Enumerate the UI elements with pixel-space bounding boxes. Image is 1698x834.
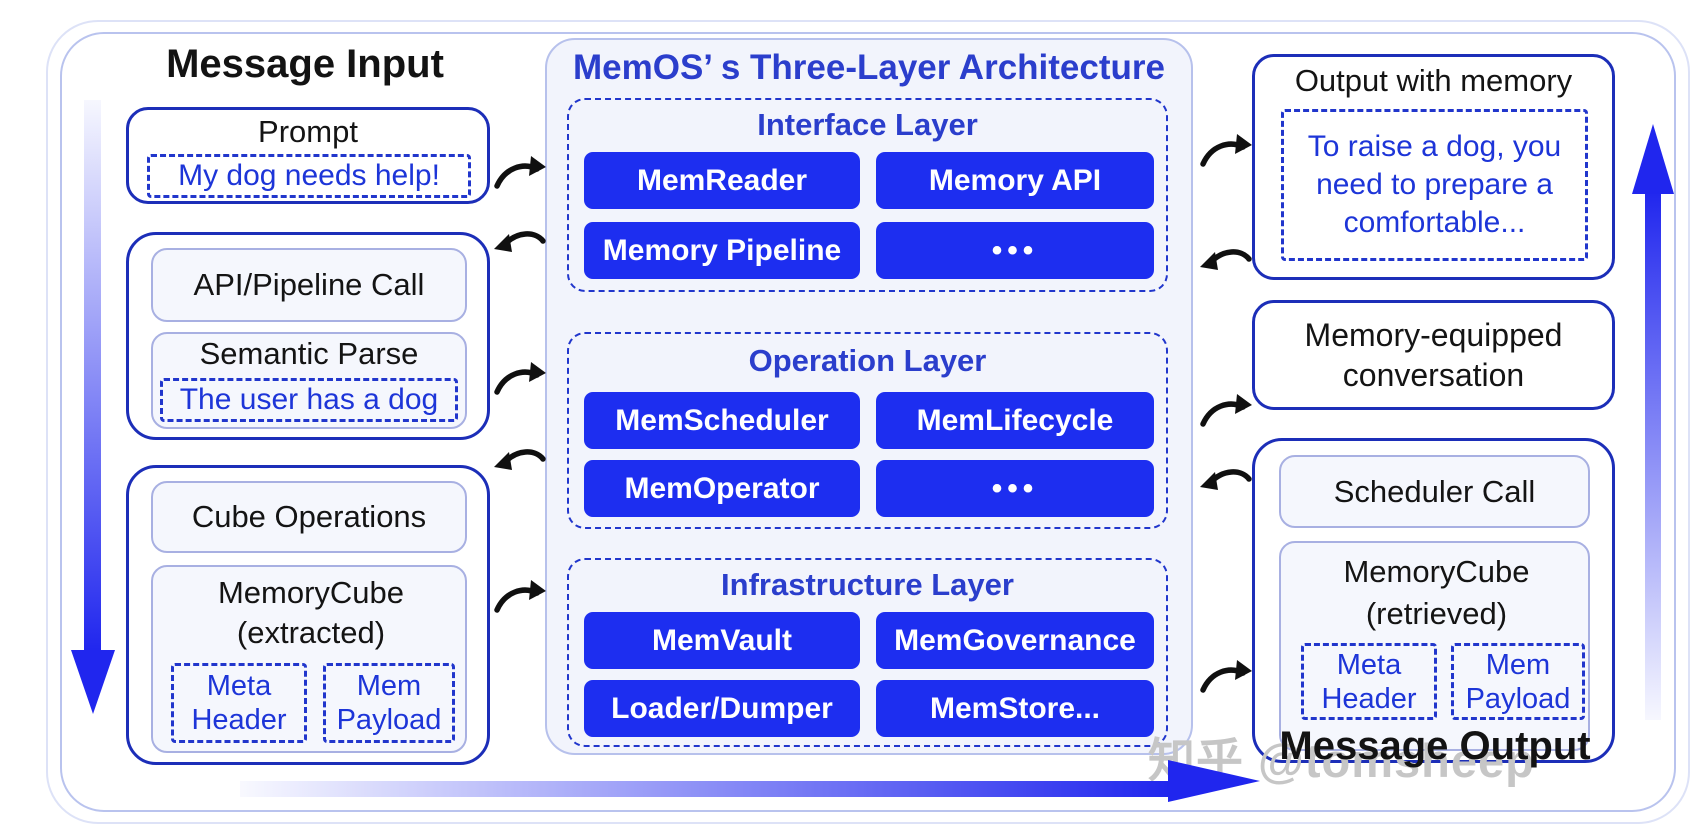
operation-layer-title: Operation Layer <box>748 343 987 378</box>
module-memgovernance: MemGovernance <box>876 612 1154 669</box>
module-memvault: MemVault <box>584 612 860 669</box>
output-with-memory-label: Output with memory <box>1294 63 1573 98</box>
input-flow-arrow-body <box>84 100 101 652</box>
output-flow-arrow-head-icon <box>1632 124 1674 194</box>
pipeline-group-box: API/Pipeline Call Semantic Parse The use… <box>126 232 490 440</box>
memory-cube-extracted-box: MemoryCube (extracted) Meta Header Mem P… <box>151 565 467 753</box>
semantic-parse-label: Semantic Parse <box>199 336 419 371</box>
meta-header-retrieved-box: Meta Header <box>1301 643 1437 720</box>
output-with-memory-box: Output with memory To raise a dog, you n… <box>1252 54 1615 280</box>
memory-cube-retrieved-box: MemoryCube (retrieved) Meta Header Mem P… <box>1279 541 1590 751</box>
module-memscheduler: MemScheduler <box>584 392 860 449</box>
arrow-operation-to-cubeops-icon <box>494 449 546 470</box>
cube-group-box: Cube Operations MemoryCube (extracted) M… <box>126 465 490 765</box>
mem-payload-box: Mem Payload <box>323 663 455 743</box>
outer-frame <box>46 20 1690 824</box>
arrow-scheduler-to-operation-icon <box>1200 469 1252 490</box>
memos-architecture-panel: MemOS’ s Three-Layer Architecture Interf… <box>545 38 1193 755</box>
memory-equipped-conversation-box: Memory-equipped conversation <box>1252 300 1615 410</box>
module-memory-pipeline: Memory Pipeline <box>584 222 860 279</box>
cube-operations-box: Cube Operations <box>151 481 467 553</box>
arrow-conversation-to-interface-icon <box>1200 249 1252 270</box>
scheduler-group-box: Scheduler Call MemoryCube (retrieved) Me… <box>1252 438 1615 763</box>
infrastructure-layer-box: Infrastructure Layer MemVault MemGoverna… <box>567 558 1168 747</box>
output-flow-arrow-body <box>1645 190 1661 720</box>
module-operation-more: ••• <box>876 460 1154 517</box>
memory-cube-retrieved-title: MemoryCube (retrieved) <box>1343 554 1530 631</box>
semantic-parse-box: Semantic Parse The user has a dog <box>151 332 467 429</box>
meta-header-box: Meta Header <box>171 663 307 743</box>
prompt-box: Prompt My dog needs help! <box>126 107 490 204</box>
prompt-label: Prompt <box>258 114 358 149</box>
operation-layer-box: Operation Layer MemScheduler MemLifecycl… <box>567 332 1168 529</box>
arrow-memorycube-to-infra-icon <box>494 580 546 613</box>
infrastructure-layer-title: Infrastructure Layer <box>721 567 1014 602</box>
panel-title: MemOS’ s Three-Layer Architecture <box>573 48 1165 87</box>
module-interface-more: ••• <box>876 222 1154 279</box>
arrow-prompt-to-interface-icon <box>494 156 546 189</box>
scheduler-call-box: Scheduler Call <box>1279 455 1590 528</box>
module-memreader: MemReader <box>584 152 860 209</box>
api-pipeline-call-box: API/Pipeline Call <box>151 248 467 322</box>
semantic-parse-content: The user has a dog <box>160 378 458 422</box>
module-memstore-more: MemStore... <box>876 680 1154 737</box>
inner-frame <box>60 32 1676 812</box>
arrow-parse-to-operation-icon <box>494 362 546 395</box>
message-input-title: Message Input <box>166 42 444 86</box>
interface-layer-title: Interface Layer <box>757 107 978 142</box>
input-flow-arrow-head-icon <box>71 650 115 714</box>
message-output-title: Message Output <box>1279 724 1591 768</box>
module-loader-dumper: Loader/Dumper <box>584 680 860 737</box>
bottom-flow-arrow-body <box>240 781 1170 797</box>
memory-equipped-conversation-label: Memory-equipped conversation <box>1304 317 1563 393</box>
bottom-flow-arrow-head-icon <box>1168 760 1260 802</box>
mem-payload-retrieved-box: Mem Payload <box>1451 643 1585 720</box>
arrow-operation-to-scheduler-icon <box>1200 394 1252 427</box>
module-memlifecycle: MemLifecycle <box>876 392 1154 449</box>
arrow-interface-to-apicall-icon <box>494 231 546 252</box>
module-memoperator: MemOperator <box>584 460 860 517</box>
interface-layer-box: Interface Layer MemReader Memory API Mem… <box>567 98 1168 292</box>
prompt-content: My dog needs help! <box>147 154 471 198</box>
memory-cube-extracted-title: MemoryCube (extracted) <box>217 575 405 650</box>
arrow-infra-to-memorycube-icon <box>1200 660 1252 693</box>
output-with-memory-content: To raise a dog, you need to prepare a co… <box>1281 109 1588 261</box>
module-memory-api: Memory API <box>876 152 1154 209</box>
arrow-interface-to-output-icon <box>1200 134 1252 167</box>
